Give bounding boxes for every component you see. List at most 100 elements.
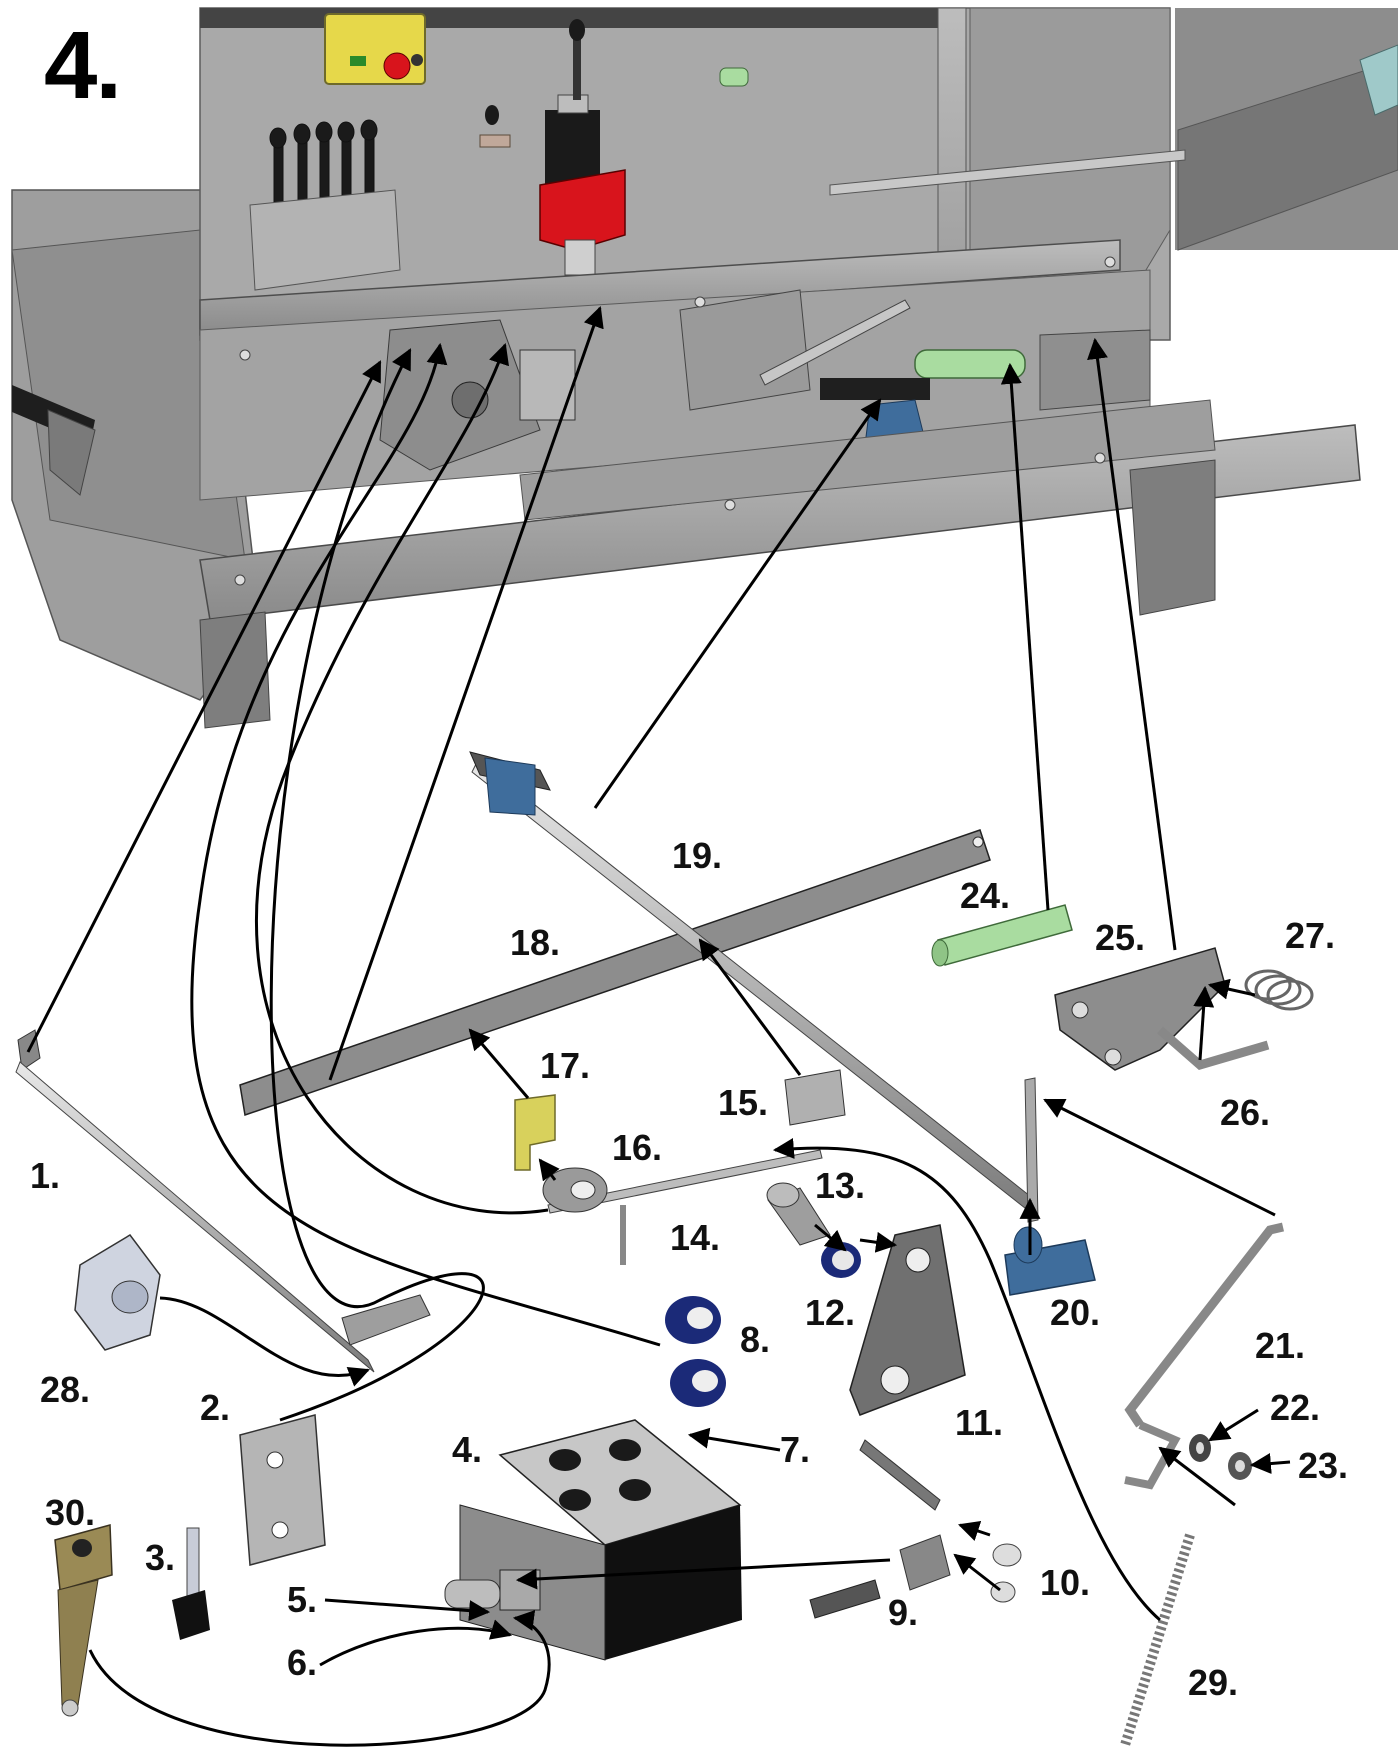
leader-30: [88, 1610, 551, 1747]
leader-24: [1000, 362, 1050, 911]
label-19: 19.: [672, 835, 722, 876]
page-number-label: 4.: [44, 12, 122, 119]
label-29: 29.: [1188, 1662, 1238, 1703]
leader-9: [515, 1558, 891, 1590]
label-21: 21.: [1255, 1325, 1305, 1366]
label-28: 28.: [40, 1369, 90, 1410]
label-23: 23.: [1298, 1445, 1348, 1486]
tie-rod: [759, 299, 911, 386]
right-mechanism: [1039, 329, 1151, 411]
control-box: [324, 13, 426, 85]
label-14: 14.: [670, 1217, 720, 1258]
part-15-bracket: [784, 1069, 846, 1126]
label-15: 15.: [718, 1082, 768, 1123]
part-14-rod: [547, 1149, 823, 1265]
pump-shaft: [564, 239, 596, 276]
installed-cylinder: [914, 349, 1026, 379]
leader-16: [538, 1158, 560, 1182]
small-knob-base: [479, 134, 511, 148]
leader-1: [26, 360, 382, 1053]
gear-wheel: [451, 381, 489, 419]
leader-19: [593, 398, 882, 809]
part-25-bracket: [1054, 947, 1226, 1071]
leader-26: [1193, 985, 1215, 1061]
leader-25: [1087, 337, 1177, 951]
label-30: 30.: [45, 1492, 95, 1533]
part-3-knob: [172, 1527, 210, 1640]
label-2: 2.: [200, 1387, 230, 1428]
leader-29: [772, 1138, 1161, 1622]
right-foot: [1129, 459, 1216, 616]
leader-13: [814, 1223, 847, 1252]
label-6: 6.: [287, 1642, 317, 1683]
part-26-pin: [1157, 1026, 1270, 1071]
small-knob: [485, 105, 499, 125]
green-button: [350, 56, 366, 66]
leader-22: [1208, 1408, 1259, 1442]
part-21-bent-rod: [1024, 1077, 1285, 1490]
part-29-spring: [1120, 1533, 1195, 1747]
part-17-yellow-bracket: [514, 1094, 556, 1171]
label-17: 17.: [540, 1045, 590, 1086]
leader-27: [1207, 978, 1256, 1000]
label-22: 22.: [1270, 1387, 1320, 1428]
leader-10a: [958, 1521, 991, 1541]
leader-15: [698, 938, 802, 1076]
far-right-chute: [1177, 59, 1398, 251]
part-27-spring: [1244, 969, 1314, 1011]
part-30-fitting: [54, 1524, 113, 1717]
part-10-rollers: [990, 1543, 1022, 1603]
label-8: 8.: [740, 1319, 770, 1360]
left-foot: [199, 611, 271, 729]
part-8-bushings: [665, 1296, 726, 1407]
leader-12: [859, 1231, 898, 1253]
leader-10b: [953, 1553, 1001, 1592]
label-11: 11.: [955, 1402, 1003, 1443]
leader-7: [687, 1427, 781, 1452]
pump-black-motor: [545, 110, 600, 185]
label-20: 20.: [1050, 1292, 1100, 1333]
installed-shaft: [820, 378, 930, 400]
top-green-fitting: [719, 67, 749, 87]
label-24: 24.: [960, 875, 1010, 916]
leader-23: [1249, 1453, 1291, 1474]
left-bracket: [47, 409, 96, 496]
part-18-bar: [239, 829, 991, 1116]
label-9: 9.: [888, 1592, 918, 1633]
valve-block: [249, 189, 401, 291]
middle-beam: [199, 239, 1121, 336]
leader-lines: [26, 306, 1291, 1747]
label-26: 26.: [1220, 1092, 1270, 1133]
lever-plate: [679, 289, 811, 411]
leader-21b: [1158, 1446, 1236, 1507]
part-labels: 1. 2. 3. 4. 5. 6. 7. 8. 9. 10. 11. 12. 1…: [30, 835, 1348, 1703]
part-4-valve-block: [444, 1419, 742, 1661]
leader-18: [328, 306, 604, 1081]
teal-tab: [1359, 44, 1398, 116]
pump-handle: [573, 30, 581, 100]
part-28-flange-bearing: [74, 1234, 161, 1351]
label-1: 1.: [30, 1155, 60, 1196]
label-25: 25.: [1095, 917, 1145, 958]
label-3: 3.: [145, 1537, 175, 1578]
hydraulic-pump: [539, 169, 626, 251]
lower-beam-inner: [519, 399, 1216, 521]
machine-assembly: [11, 7, 1398, 729]
red-button: [383, 52, 411, 80]
gray-button: [411, 54, 423, 66]
label-10: 10.: [1040, 1562, 1090, 1603]
label-12: 12.: [805, 1292, 855, 1333]
leader-14: [254, 343, 549, 1215]
leader-28: [159, 1296, 370, 1387]
part-9-lever: [809, 1439, 951, 1619]
part-24-cylinder: [931, 904, 1073, 967]
mount-plate: [519, 349, 576, 421]
part-20-bearing: [1004, 1226, 1096, 1296]
pump-handle-knob: [569, 19, 585, 41]
label-16: 16.: [612, 1127, 662, 1168]
label-13: 13.: [815, 1165, 865, 1206]
leader-5: [324, 1598, 491, 1622]
label-27: 27.: [1285, 915, 1335, 956]
